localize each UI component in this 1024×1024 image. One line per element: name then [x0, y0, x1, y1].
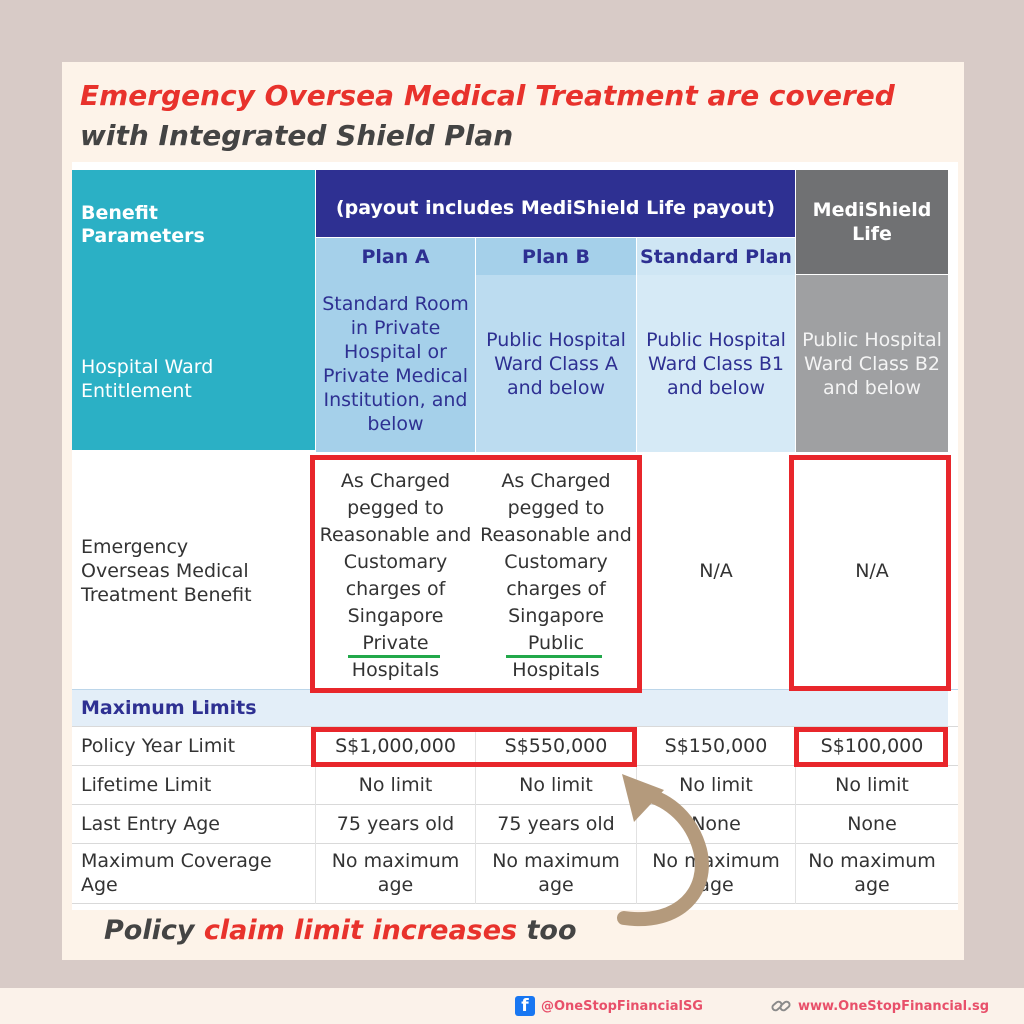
row-lifetime-limit-plan-b: No limit [519, 774, 593, 796]
row-policy-year-limit-standard: S$150,000 [664, 735, 768, 757]
maximum-limits-heading: Maximum Limits [72, 690, 948, 726]
column-divider [315, 727, 316, 904]
row-max-coverage-age-label: Maximum Coverage Age [72, 844, 315, 902]
facebook-handle[interactable]: f @OneStopFinancialSG [515, 996, 703, 1016]
divider-line [72, 843, 958, 844]
header-medishield-life-text: MediShield Life [812, 199, 932, 245]
row-policy-year-limit-label: Policy Year Limit [81, 735, 236, 757]
row-policy-year-limit-medishield: S$100,000 [820, 735, 924, 757]
footer-caption-part1: Policy [104, 915, 204, 946]
footer-caption-highlight: claim limit increases [203, 915, 518, 946]
public-underline [506, 655, 602, 658]
highlight-box-emergency-plans [310, 455, 642, 693]
emergency-medishield-life: N/A [855, 560, 889, 582]
highlight-box-policy-limit-medishield [794, 727, 948, 767]
footer-caption-part3: too [517, 915, 577, 946]
benefits-table: Benefit Parameters (payout includes Medi… [72, 162, 958, 910]
facebook-icon: f [515, 996, 535, 1016]
row-last-entry-age-standard: None [691, 813, 741, 835]
emergency-plan-a-suffix: Hospitals [351, 659, 440, 681]
emergency-plan-b-text: As Charged pegged to Reasonable and Cust… [480, 470, 632, 627]
row-last-entry-age-plan-a: 75 years old [336, 813, 455, 835]
row-max-coverage-age-plan-b-text: No maximum age [492, 850, 620, 896]
emergency-plan-a-keyword: Private [362, 632, 429, 654]
row-lifetime-limit-medishield: No limit [835, 774, 909, 796]
emergency-plan-a: As Charged pegged to Reasonable and Cust… [316, 462, 475, 690]
emergency-label-text: Emergency Overseas Medical Treatment Ben… [81, 536, 252, 606]
emergency-plan-b-suffix: Hospitals [512, 659, 600, 681]
ward-label-text: Hospital Ward Entitlement [81, 356, 214, 402]
link-icon [770, 996, 792, 1016]
emergency-plan-a-text: As Charged pegged to Reasonable and Cust… [319, 470, 472, 627]
ward-standard-plan: Public Hospital Ward Class B1 and below [637, 275, 795, 452]
row-max-coverage-age-medishield: No maximum age [796, 844, 948, 902]
footer-caption: Policy claim limit increases too [104, 914, 577, 948]
header-plan-a: Plan A [316, 238, 475, 275]
facebook-handle-text: @OneStopFinancialSG [541, 998, 703, 1014]
headline-line-1: Emergency Oversea Medical Treatment are … [80, 79, 895, 112]
row-max-coverage-age-medishield-text: No maximum age [808, 850, 936, 896]
emergency-plan-b-keyword: Public [527, 632, 585, 654]
header-medishield-life: MediShield Life [796, 170, 948, 274]
row-last-entry-age-label: Last Entry Age [81, 813, 220, 835]
header-payout-note: (payout includes MediShield Life payout) [316, 170, 795, 237]
divider-line [72, 726, 958, 727]
divider-line [72, 804, 958, 805]
row-max-coverage-age-label-text: Maximum Coverage Age [81, 850, 272, 896]
ward-label: Hospital Ward Entitlement [72, 274, 315, 450]
row-max-coverage-age-plan-a: No maximum age [316, 844, 475, 902]
row-last-entry-age-plan-b: 75 years old [497, 813, 615, 835]
column-divider [475, 727, 476, 904]
row-lifetime-limit-standard: No limit [679, 774, 753, 796]
page-bottom-strip [0, 988, 1024, 1024]
row-policy-year-limit-plan-a: S$1,000,000 [335, 735, 456, 757]
header-benefit-parameters-text: Benefit Parameters [81, 202, 205, 247]
ward-plan-b: Public Hospital Ward Class A and below [476, 275, 636, 452]
ward-medishield-life: Public Hospital Ward Class B2 and below [796, 275, 948, 452]
emergency-standard-plan: N/A [699, 560, 733, 582]
row-last-entry-age-medishield: None [847, 813, 897, 835]
row-lifetime-limit-label: Lifetime Limit [81, 774, 212, 796]
emergency-plan-b: As Charged pegged to Reasonable and Cust… [476, 462, 636, 690]
curved-arrow-icon [617, 774, 709, 927]
header-standard-plan: Standard Plan [637, 238, 795, 275]
emergency-label: Emergency Overseas Medical Treatment Ben… [72, 452, 315, 690]
headline-line-2: with Integrated Shield Plan [80, 119, 514, 152]
highlight-box-emergency-medishield [789, 455, 951, 691]
website-link-text: www.OneStopFinancial.sg [798, 998, 990, 1014]
header-plan-b: Plan B [476, 238, 636, 275]
website-link[interactable]: www.OneStopFinancial.sg [770, 996, 989, 1016]
private-underline [348, 655, 440, 658]
row-lifetime-limit-plan-a: No limit [358, 774, 433, 796]
column-divider [795, 727, 796, 904]
highlight-box-policy-limit-plans [311, 727, 637, 767]
row-max-coverage-age-plan-a-text: No maximum age [331, 850, 460, 896]
divider-line [72, 903, 958, 904]
ward-plan-a: Standard Room in Private Hospital or Pri… [316, 275, 475, 452]
row-policy-year-limit-plan-b: S$550,000 [504, 735, 608, 757]
row-max-coverage-age-plan-b: No maximum age [476, 844, 636, 902]
